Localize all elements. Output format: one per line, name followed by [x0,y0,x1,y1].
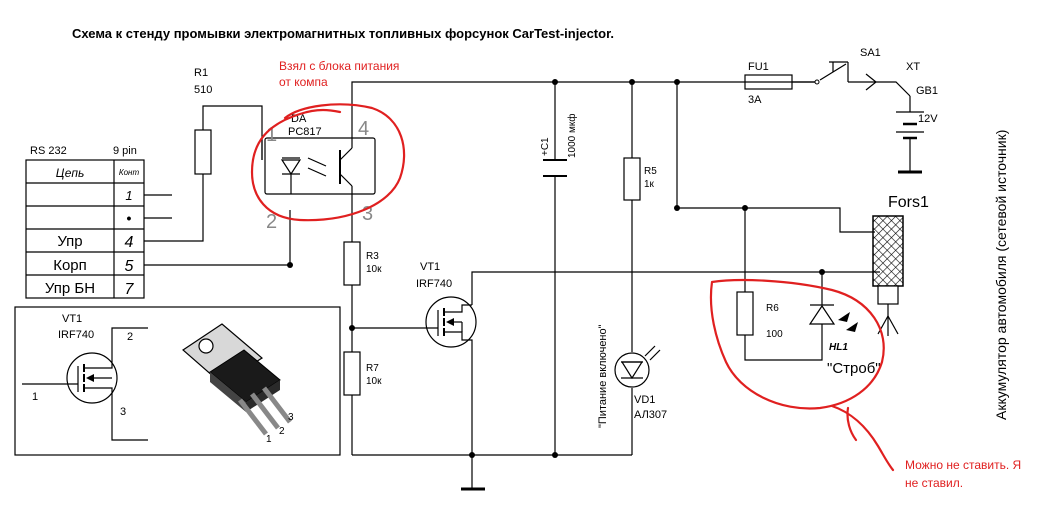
r6-ref: R6 [766,303,779,314]
xt-ref: XT [906,61,920,73]
resistor-r3: R3 10к [343,241,382,286]
sa1-ref: SA1 [860,47,881,59]
rs232-connector: RS 232 9 pin Цепь Конт 1 • Упр 4 Корп 5 … [25,145,172,299]
inset-vt1-pinout: VT1 IRF740 1 2 3 1 2 3 [14,306,341,456]
connector-pin: 4 [125,234,134,251]
terminal-xt: XT [848,61,920,97]
light-arrow-icon [838,312,850,322]
battery-gb1: GB1 12V [896,85,938,174]
connector-row-name: Корп [53,257,87,274]
package-pin: 2 [279,426,285,437]
diagram-title: Схема к стенду промывки электромагнитных… [72,26,614,41]
inset-pin: 1 [32,391,38,403]
fuse-fu1: FU1 3А [744,61,793,106]
inset-part: IRF740 [58,329,94,341]
annotation-circle [250,103,406,222]
led-hl1: HL1 "Строб" [808,304,881,377]
light-arrow-icon [307,157,327,167]
fors-ref: Fors1 [888,194,929,211]
connector-pin: • [127,210,132,226]
junctions [287,79,825,458]
gb1-value: 12V [918,113,938,125]
package-pin: 3 [288,412,294,423]
r3-ref: R3 [366,251,379,262]
connector-title: RS 232 [30,145,67,157]
note-strobe-line1: Можно не ставить. Я [905,458,1021,472]
r7-value: 10к [366,376,382,387]
opto-part: PC817 [288,126,322,138]
opto-pin: 4 [358,118,369,140]
connector-pin: 1 [125,188,132,203]
inset-pin: 3 [120,406,126,418]
connector-pin: 5 [125,258,134,275]
c1-value: 1000 мкф [566,113,578,158]
r5-value: 1к [644,179,655,190]
power-led-label: "Питание включено" [597,324,609,428]
note-power-line2: от компа [279,75,328,89]
light-arrow-icon [846,322,858,332]
led-vd1: VD1 АЛ307 [614,345,667,421]
r5-ref: R5 [644,166,657,177]
annotation-circle [709,278,885,410]
connector-row-name: Упр БН [45,280,95,297]
connector-row-name: Упр [57,233,82,250]
light-arrow-icon [307,167,327,177]
fu1-ref: FU1 [748,61,769,73]
package-pin: 1 [266,434,272,445]
resistor-r6: R6 100 [736,291,783,340]
resistor-r7: R7 10к [343,351,382,396]
note-power-line1: Взял с блока питания [279,59,399,73]
r1-value: 510 [194,84,212,96]
opto-pin: 3 [362,203,373,225]
light-arrow-icon [644,345,656,357]
side-label: Аккумулятор автомобиля (сетевой источник… [993,130,1009,420]
switch-sa1: SA1 [814,47,881,85]
opto-pin: 1 [266,124,277,146]
resistor-r1: R1 510 [194,67,212,175]
vt1-part: IRF740 [416,278,452,290]
inset-ref: VT1 [62,313,82,325]
vt1-ref: VT1 [420,261,440,273]
light-arrow-icon [649,349,661,361]
gb1-ref: GB1 [916,85,938,97]
wires [144,81,911,491]
vd1-part: АЛ307 [634,409,667,421]
mosfet-vt1: VT1 IRF740 [416,261,477,455]
r3-value: 10к [366,264,382,275]
note-strobe-line2: не ставил. [905,476,963,490]
connector-head-circuit: Цепь [56,166,85,180]
resistor-r5: R5 1к [623,157,657,201]
connector-pin: 7 [125,281,135,298]
to220-package-illustration: 1 2 3 [182,323,294,445]
c1-ref: +C1 [540,137,551,156]
r6-value: 100 [766,329,783,340]
capacitor-c1: +C1 1000 мкф [540,113,578,177]
hl1-ref: HL1 [829,342,848,353]
fu1-value: 3А [748,94,762,106]
inset-pin: 2 [127,331,133,343]
vd1-ref: VD1 [634,394,655,406]
connector-pins: 9 pin [113,145,137,157]
injector-fors1: Fors1 [872,194,929,336]
hl1-label: "Строб" [827,360,881,377]
annotation-arrow [830,404,895,472]
opto-pin: 2 [266,211,277,233]
r1-ref: R1 [194,67,208,79]
connector-head-contact: Конт [119,168,140,177]
r7-ref: R7 [366,363,379,374]
